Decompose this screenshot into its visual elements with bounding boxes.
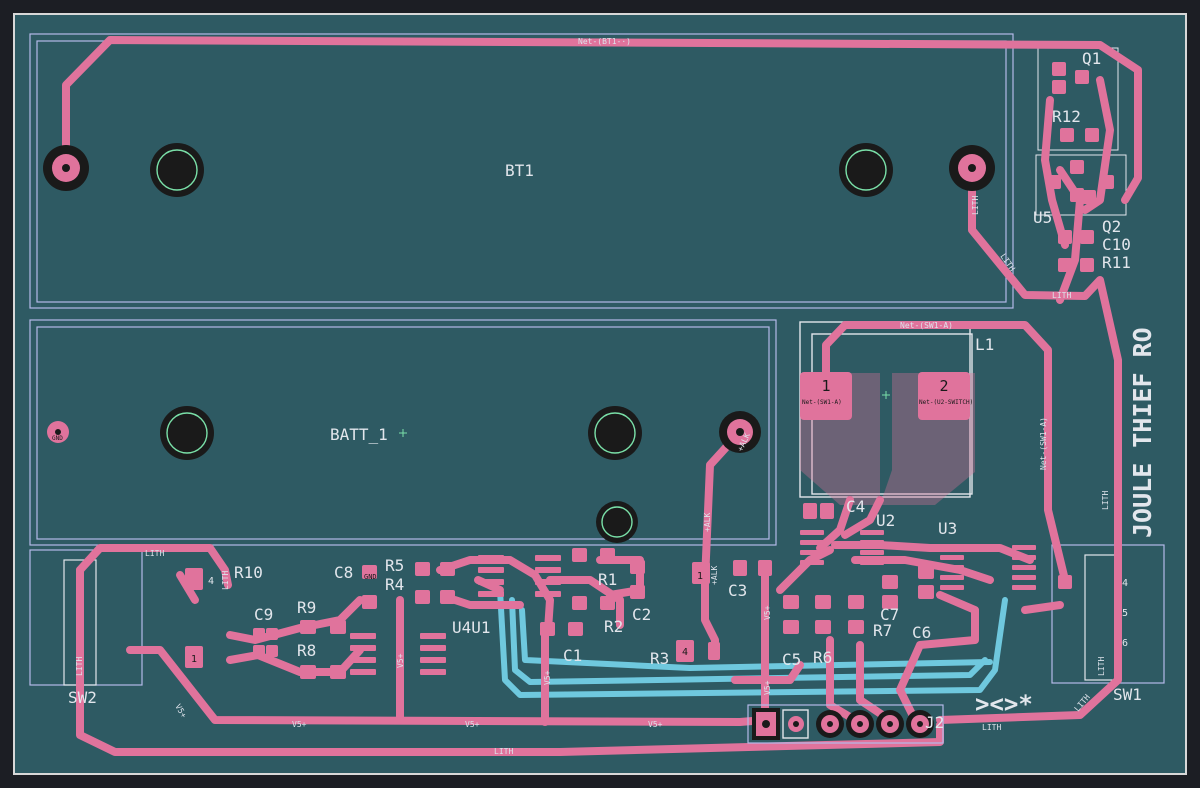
net-v5-1: V5+ bbox=[292, 720, 307, 729]
net-v5-2: V5+ bbox=[465, 720, 480, 729]
ref-r9: R9 bbox=[297, 598, 316, 617]
ref-r4: R4 bbox=[385, 575, 404, 594]
net-sw1a-vertical: Net-(SW1-A) bbox=[1039, 417, 1048, 470]
r10-pad4-num: 4 bbox=[208, 576, 214, 587]
net-pad-u2: Net-(U2-SWITCH) bbox=[919, 399, 973, 406]
net-lith-bottom: LITH bbox=[494, 747, 513, 756]
ref-c6: C6 bbox=[912, 623, 931, 642]
ref-r8: R8 bbox=[297, 641, 316, 660]
net-lith-sw2: LITH bbox=[145, 549, 164, 558]
net-v5-j2: V5+ bbox=[763, 680, 772, 695]
ref-u3: U3 bbox=[938, 519, 957, 538]
ref-r5: R5 bbox=[385, 556, 404, 575]
sw1-pad6: 6 bbox=[1122, 638, 1128, 649]
ref-q2: Q2 bbox=[1102, 217, 1121, 236]
net-v5-3: V5+ bbox=[648, 720, 663, 729]
ref-c7: C7 bbox=[880, 605, 899, 624]
ref-c8: C8 bbox=[334, 563, 353, 582]
r10-pad1-num: 1 bbox=[191, 654, 197, 665]
net-alk-r3: +ALK bbox=[710, 566, 719, 585]
net-pad-sw1a: Net-(SW1-A) bbox=[802, 399, 842, 406]
ref-r3: R3 bbox=[650, 649, 669, 668]
glyph-mark: ><>* bbox=[975, 690, 1033, 718]
r3-pad4-num: 4 bbox=[682, 647, 688, 658]
ref-c2: C2 bbox=[632, 605, 651, 624]
center-markers bbox=[399, 391, 890, 437]
board-title: JOULE THIEF RO bbox=[1128, 327, 1157, 538]
ref-r2: R2 bbox=[604, 617, 623, 636]
r3-pad1-num: 1 bbox=[697, 571, 703, 582]
ref-u4u1: U4U1 bbox=[452, 618, 491, 637]
ref-c9: C9 bbox=[254, 605, 273, 624]
net-lith-bt1: LITH bbox=[971, 196, 980, 215]
ref-u2: U2 bbox=[876, 511, 895, 530]
sw1-pad4: 4 bbox=[1122, 578, 1128, 589]
net-lith-top: LITH bbox=[1052, 291, 1071, 300]
through-hole-pads[interactable] bbox=[43, 145, 995, 453]
ref-j2: J2 bbox=[925, 713, 944, 732]
ref-r11: R11 bbox=[1102, 253, 1131, 272]
back-copper-traces bbox=[497, 587, 1008, 698]
l1-pad1-num: 1 bbox=[821, 377, 830, 395]
ref-batt1: BATT_1 bbox=[330, 425, 388, 444]
j2-connector[interactable] bbox=[747, 704, 944, 744]
net-lith-sw1: LITH bbox=[1101, 491, 1110, 510]
net-lith-j2: LITH bbox=[982, 723, 1001, 732]
batt1-footprint[interactable] bbox=[29, 319, 777, 546]
ref-bt1: BT1 bbox=[505, 161, 534, 180]
silkscreen-labels: BT1 BATT_1 L1 Q1 R12 U5 Q2 C10 R11 C4 U2… bbox=[68, 49, 1142, 732]
mounting-holes bbox=[150, 143, 893, 543]
ref-c5: C5 bbox=[782, 650, 801, 669]
net-sw1a-label: Net-(SW1-A) bbox=[900, 321, 953, 330]
net-v5-u4: V5+ bbox=[396, 653, 405, 668]
board-outline bbox=[13, 13, 1187, 775]
net-bt1-label: Net-(BT1-·) bbox=[578, 37, 631, 46]
net-gnd-pad: GND bbox=[52, 435, 63, 442]
sw1-pad5: 5 bbox=[1122, 608, 1128, 619]
net-alk-trace: +ALK bbox=[703, 513, 712, 532]
ref-c4: C4 bbox=[846, 497, 865, 516]
ref-sw2: SW2 bbox=[68, 688, 97, 707]
l1-pads[interactable] bbox=[800, 372, 970, 420]
ref-sw1: SW1 bbox=[1113, 685, 1142, 704]
net-v5-c3: V5+ bbox=[763, 605, 772, 620]
ref-c3: C3 bbox=[728, 581, 747, 600]
net-lith-sw1-v: LITH bbox=[1097, 657, 1106, 676]
smd-pads[interactable] bbox=[185, 62, 1114, 679]
ref-r7: R7 bbox=[873, 621, 892, 640]
ref-l1: L1 bbox=[975, 335, 994, 354]
ref-c10: C10 bbox=[1102, 235, 1131, 254]
ref-q1: Q1 bbox=[1082, 49, 1101, 68]
ref-u5: U5 bbox=[1033, 208, 1052, 227]
net-lith-r10: LITH bbox=[221, 571, 230, 590]
ref-r12: R12 bbox=[1052, 107, 1081, 126]
ref-r10: R10 bbox=[234, 563, 263, 582]
net-lith-sw2-v: LITH bbox=[75, 657, 84, 676]
ref-c1: C1 bbox=[563, 646, 582, 665]
net-gnd-c8: GND bbox=[364, 573, 377, 581]
ref-r1: R1 bbox=[598, 570, 617, 589]
pad-numbers: 1 2 bbox=[821, 377, 948, 395]
ref-r6: R6 bbox=[813, 648, 832, 667]
l1-pad2-num: 2 bbox=[939, 377, 948, 395]
net-v5-u1: V5+ bbox=[543, 670, 552, 685]
